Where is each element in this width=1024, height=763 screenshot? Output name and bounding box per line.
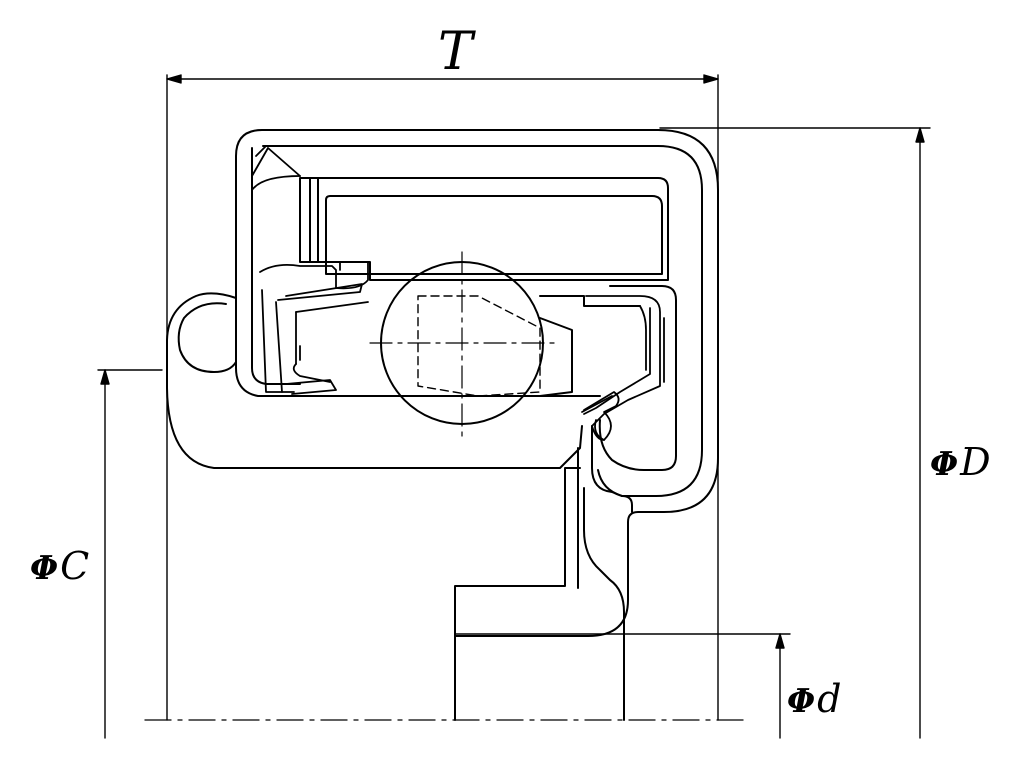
label-C: ΦC (30, 544, 90, 588)
dimension-C (97, 369, 163, 739)
outer-housing (235, 129, 719, 721)
inner-race-block (379, 295, 641, 397)
right-seal (581, 295, 665, 441)
rubber-boot (166, 292, 583, 469)
label-T: T (438, 22, 473, 82)
dimension-d (454, 633, 791, 739)
cage (417, 295, 541, 397)
inner-ring (454, 285, 677, 721)
left-seal (251, 145, 369, 395)
outer-race (299, 177, 669, 281)
label-d: Φd (787, 677, 842, 721)
label-D: ΦD (930, 440, 991, 484)
ball-centerlines (369, 251, 557, 437)
dimension-D (659, 127, 931, 739)
